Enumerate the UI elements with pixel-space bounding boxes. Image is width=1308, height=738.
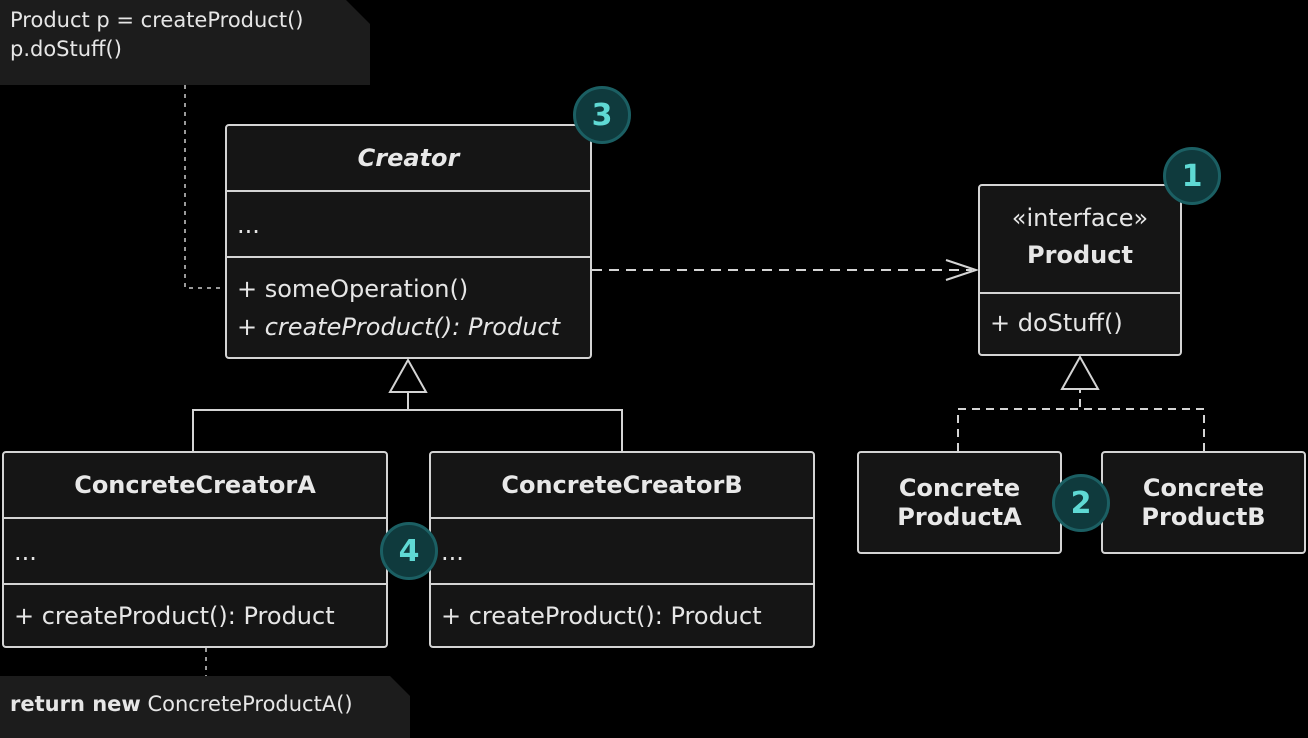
concrete-product-a-line2: ProductA	[897, 502, 1022, 531]
concrete-product-b-class: Concrete ProductB	[1101, 451, 1306, 554]
concrete-product-b-line2: ProductB	[1141, 502, 1266, 531]
concrete-creator-b-methods-section: + createProduct(): Product	[431, 583, 813, 646]
creator-method-some-operation: + someOperation()	[237, 275, 469, 303]
inheritance-line-b	[407, 392, 623, 451]
inheritance-arrowhead	[388, 357, 428, 393]
creator-method-create-product: + createProduct(): Product	[237, 313, 561, 341]
concrete-creator-a-class: ConcreteCreatorA ... + createProduct(): …	[2, 451, 388, 648]
inheritance-line-a	[192, 409, 408, 451]
note-top-line1: Product p = createProduct()	[10, 8, 304, 32]
badge-1: 1	[1163, 147, 1221, 205]
dependency-arrowhead	[945, 259, 980, 281]
concrete-product-b-line1: Concrete	[1142, 473, 1265, 502]
product-stereotype: «interface»	[1011, 204, 1149, 232]
concrete-creator-a-methods-section: + createProduct(): Product	[4, 583, 386, 646]
concrete-creator-b-fields: ...	[441, 538, 464, 566]
concrete-creator-a-fields-section: ...	[4, 517, 386, 583]
realization-arrowhead	[1060, 354, 1100, 390]
note-top: Product p = createProduct() p.doStuff()	[0, 0, 370, 85]
note-top-line2: p.doStuff()	[10, 37, 122, 62]
concrete-creator-a-title: ConcreteCreatorA	[74, 470, 316, 499]
product-header: «interface» Product	[980, 186, 1180, 292]
product-title: Product	[1027, 241, 1133, 269]
concrete-product-a-line1: Concrete	[898, 473, 1021, 502]
concrete-product-a-class: Concrete ProductA	[857, 451, 1062, 554]
badge-2: 2	[1052, 474, 1110, 532]
realization-line-b	[1079, 389, 1205, 451]
concrete-creator-b-fields-section: ...	[431, 517, 813, 583]
concrete-creator-b-title: ConcreteCreatorB	[501, 470, 743, 499]
creator-title: Creator	[357, 143, 460, 172]
concrete-creator-a-fields: ...	[14, 538, 37, 566]
creator-fields: ...	[237, 211, 260, 239]
product-methods-section: + doStuff()	[980, 292, 1180, 354]
badge-3: 3	[573, 86, 631, 144]
creator-methods-section: + someOperation() + createProduct(): Pro…	[227, 256, 590, 357]
concrete-creator-a-method: + createProduct(): Product	[14, 602, 335, 630]
product-interface: «interface» Product + doStuff()	[978, 184, 1182, 356]
note-bottom-text: ConcreteProductA()	[140, 692, 353, 716]
concrete-creator-b-class: ConcreteCreatorB ... + createProduct(): …	[429, 451, 815, 648]
note-bottom: return new ConcreteProductA()	[0, 676, 410, 738]
creator-fields-section: ...	[227, 190, 590, 256]
product-method-do-stuff: + doStuff()	[990, 309, 1123, 337]
note-anchor-top	[184, 85, 226, 289]
realization-line-a	[957, 408, 1080, 451]
note-bottom-keyword: return new	[10, 692, 141, 716]
concrete-creator-b-method: + createProduct(): Product	[441, 602, 762, 630]
badge-4: 4	[380, 522, 438, 580]
creator-class: Creator ... + someOperation() + createPr…	[225, 124, 592, 359]
